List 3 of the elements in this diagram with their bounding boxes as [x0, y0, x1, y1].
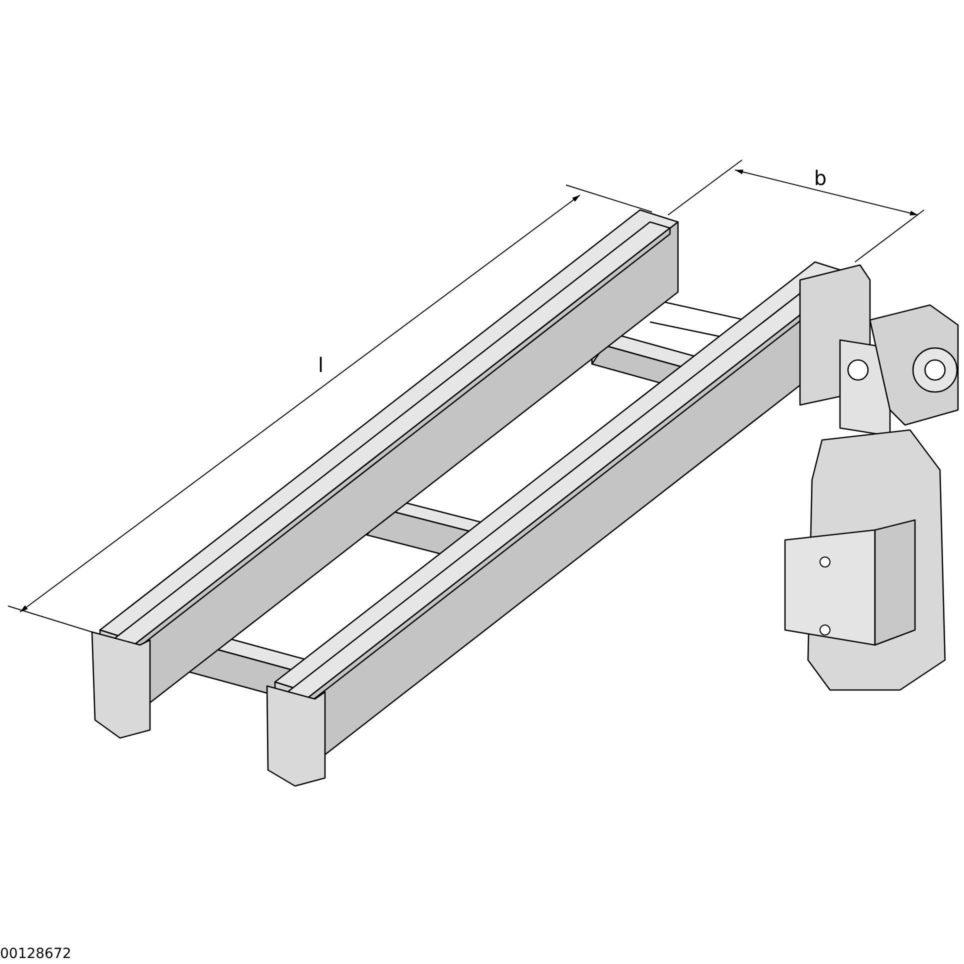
drawing-number: 00128672 [0, 946, 72, 962]
dimension-label: l [318, 355, 324, 375]
dimension-label: b [814, 168, 827, 188]
